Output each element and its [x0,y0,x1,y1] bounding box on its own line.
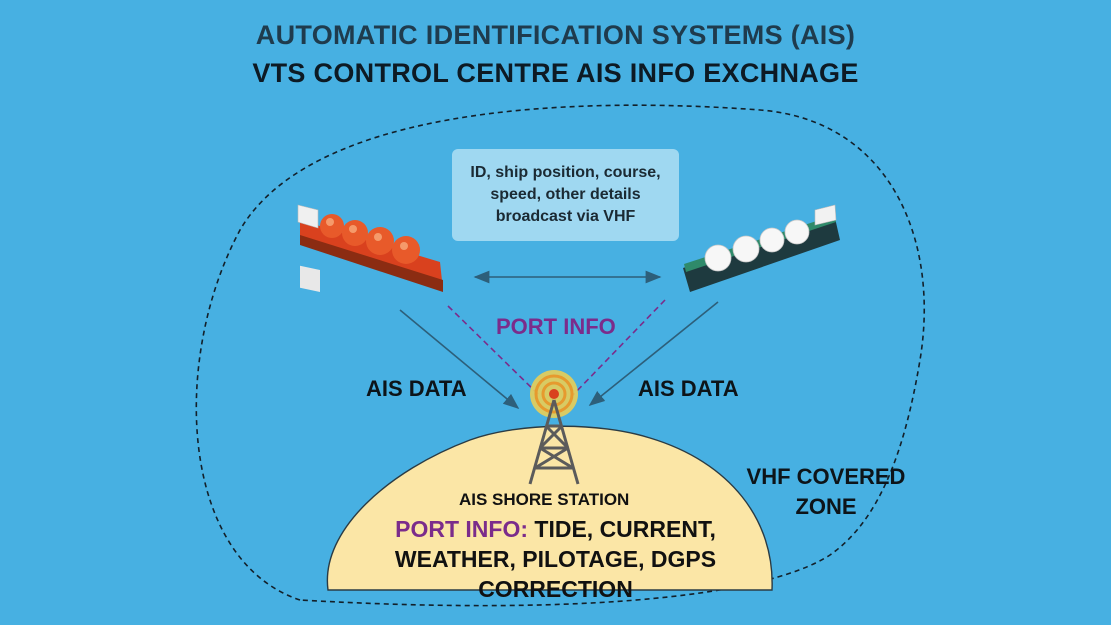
ais-data-arrow-right [588,301,719,407]
port-info-prefix: PORT INFO: [395,516,529,542]
title-line-1: AUTOMATIC IDENTIFICATION SYSTEMS (AIS) [255,20,856,50]
shore-island [326,425,773,591]
port-info-details-text: TIDE, CURRENT, WEATHER, PILOTAGE, DGPS C… [394,516,717,602]
lng-carrier-red-icon [297,204,443,293]
ais-data-label-right: AIS DATA [638,376,739,401]
port-info-line-left [447,305,541,397]
port-info-details: PORT INFO: TIDE, CURRENT, WEATHER, PILOT… [368,514,743,604]
vhf-covered-zone-label: VHF COVERED ZONE [728,462,924,522]
broadcast-info-box: ID, ship position, course, speed, other … [452,149,679,241]
lng-carrier-dark-icon [683,204,840,292]
shore-station-label: AIS SHORE STATION [459,490,630,509]
broadcast-info-text: ID, ship position, course, speed, other … [470,164,661,225]
vhf-zone-line-1: VHF COVERED [746,464,906,489]
port-info-line-right [571,299,666,397]
title-line-2: VTS CONTROL CENTRE AIS INFO EXCHNAGE [252,58,859,88]
ais-data-label-left: AIS DATA [366,376,467,401]
radio-tower-icon [528,399,580,485]
vhf-zone-line-2: ZONE [795,494,857,519]
port-info-label: PORT INFO [496,314,616,339]
signal-rings-icon [530,370,578,418]
ais-data-arrow-left [399,309,520,410]
